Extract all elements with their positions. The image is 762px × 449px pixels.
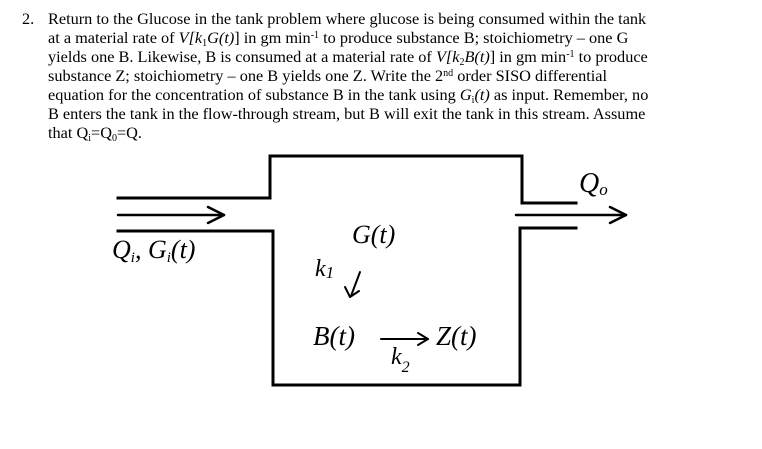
k1-symbol: k bbox=[315, 256, 326, 282]
glucose-label: G(t) bbox=[352, 220, 395, 249]
text-run: that Q bbox=[48, 123, 89, 142]
reaction-arrow-k2 bbox=[380, 332, 429, 346]
problem-line-5: equation for the concentration of substa… bbox=[48, 85, 748, 106]
problem-line-1: Return to the Glucose in the tank proble… bbox=[48, 9, 748, 28]
rate-expression: V[k bbox=[435, 47, 460, 66]
inlet-separator: , bbox=[135, 235, 142, 264]
text-run: ] in gm min bbox=[234, 28, 311, 47]
k2-symbol: k bbox=[391, 344, 402, 370]
text-run: at a material rate of bbox=[48, 28, 179, 47]
inlet-flow-symbol: Q bbox=[112, 235, 131, 264]
flow-subscript: i bbox=[88, 133, 92, 144]
text-run: Return to the Glucose in the tank proble… bbox=[48, 9, 647, 28]
text-run: order SISO differential bbox=[453, 66, 608, 85]
problem-line-7: that Qi=Q0=Q. bbox=[48, 123, 748, 144]
text-run: to produce bbox=[574, 47, 648, 66]
outlet-arrow bbox=[514, 205, 628, 225]
input-variable: G bbox=[459, 85, 472, 104]
inlet-flow-subscript: i bbox=[131, 250, 135, 266]
tank-bottom-wall bbox=[116, 226, 578, 387]
substance-z-label: Z(t) bbox=[436, 321, 477, 351]
text-run: =Q. bbox=[116, 123, 142, 142]
problem-line-6: B enters the tank in the flow-through st… bbox=[48, 104, 748, 123]
k1-subscript: 1 bbox=[326, 263, 335, 282]
text-run: =Q bbox=[91, 123, 112, 142]
tank-top-wall bbox=[116, 154, 578, 205]
text-run: substance Z; stoichiometry – one B yield… bbox=[48, 66, 444, 85]
problem-line-3: yields one B. Likewise, B is consumed at… bbox=[48, 47, 748, 68]
text-run: B enters the tank in the flow-through st… bbox=[48, 104, 646, 123]
k2-subscript: 2 bbox=[402, 359, 410, 376]
text-run: equation for the concentration of substa… bbox=[48, 85, 460, 104]
inlet-concentration-argument: (t) bbox=[171, 235, 196, 264]
unit-exponent: -1 bbox=[310, 30, 320, 41]
inlet-concentration-subscript: i bbox=[167, 250, 171, 266]
reaction-arrow-k1 bbox=[344, 271, 361, 298]
outlet-flow-subscript: o bbox=[599, 180, 608, 199]
flow-subscript: 0 bbox=[111, 133, 117, 144]
substance-b-label: B(t) bbox=[313, 321, 355, 351]
ordinal-suffix: nd bbox=[443, 68, 454, 79]
rate-variable: B(t) bbox=[464, 47, 490, 66]
problem-line-4: substance Z; stoichiometry – one B yield… bbox=[48, 66, 748, 85]
outlet-label: Qo bbox=[579, 168, 608, 199]
inlet-arrow bbox=[116, 205, 226, 225]
rate-expression: V[k bbox=[178, 28, 203, 47]
problem-text: Return to the Glucose in the tank proble… bbox=[48, 9, 748, 144]
rate-subscript: 1 bbox=[202, 38, 208, 49]
inlet-label: Qi, Gi(t) bbox=[112, 235, 195, 266]
rate-variable: G(t) bbox=[207, 28, 235, 47]
text-run: as input. Remember, no bbox=[489, 85, 649, 104]
rate-subscript: 2 bbox=[459, 57, 465, 68]
text-run: to produce substance B; stoichiometry – … bbox=[319, 28, 629, 47]
problem-line-2: at a material rate of V[k1G(t)] in gm mi… bbox=[48, 28, 748, 49]
problem-number: 2. bbox=[22, 9, 35, 28]
k1-label: k1 bbox=[315, 256, 334, 282]
input-argument: (t) bbox=[474, 85, 490, 104]
text-run: yields one B. Likewise, B is consumed at… bbox=[48, 47, 436, 66]
input-subscript: i bbox=[471, 95, 475, 106]
inlet-concentration-symbol: G bbox=[148, 235, 167, 264]
unit-exponent: -1 bbox=[566, 49, 575, 60]
k2-label: k2 bbox=[391, 344, 410, 376]
outlet-flow-symbol: Q bbox=[579, 168, 599, 199]
text-run: ] in gm min bbox=[489, 47, 567, 66]
